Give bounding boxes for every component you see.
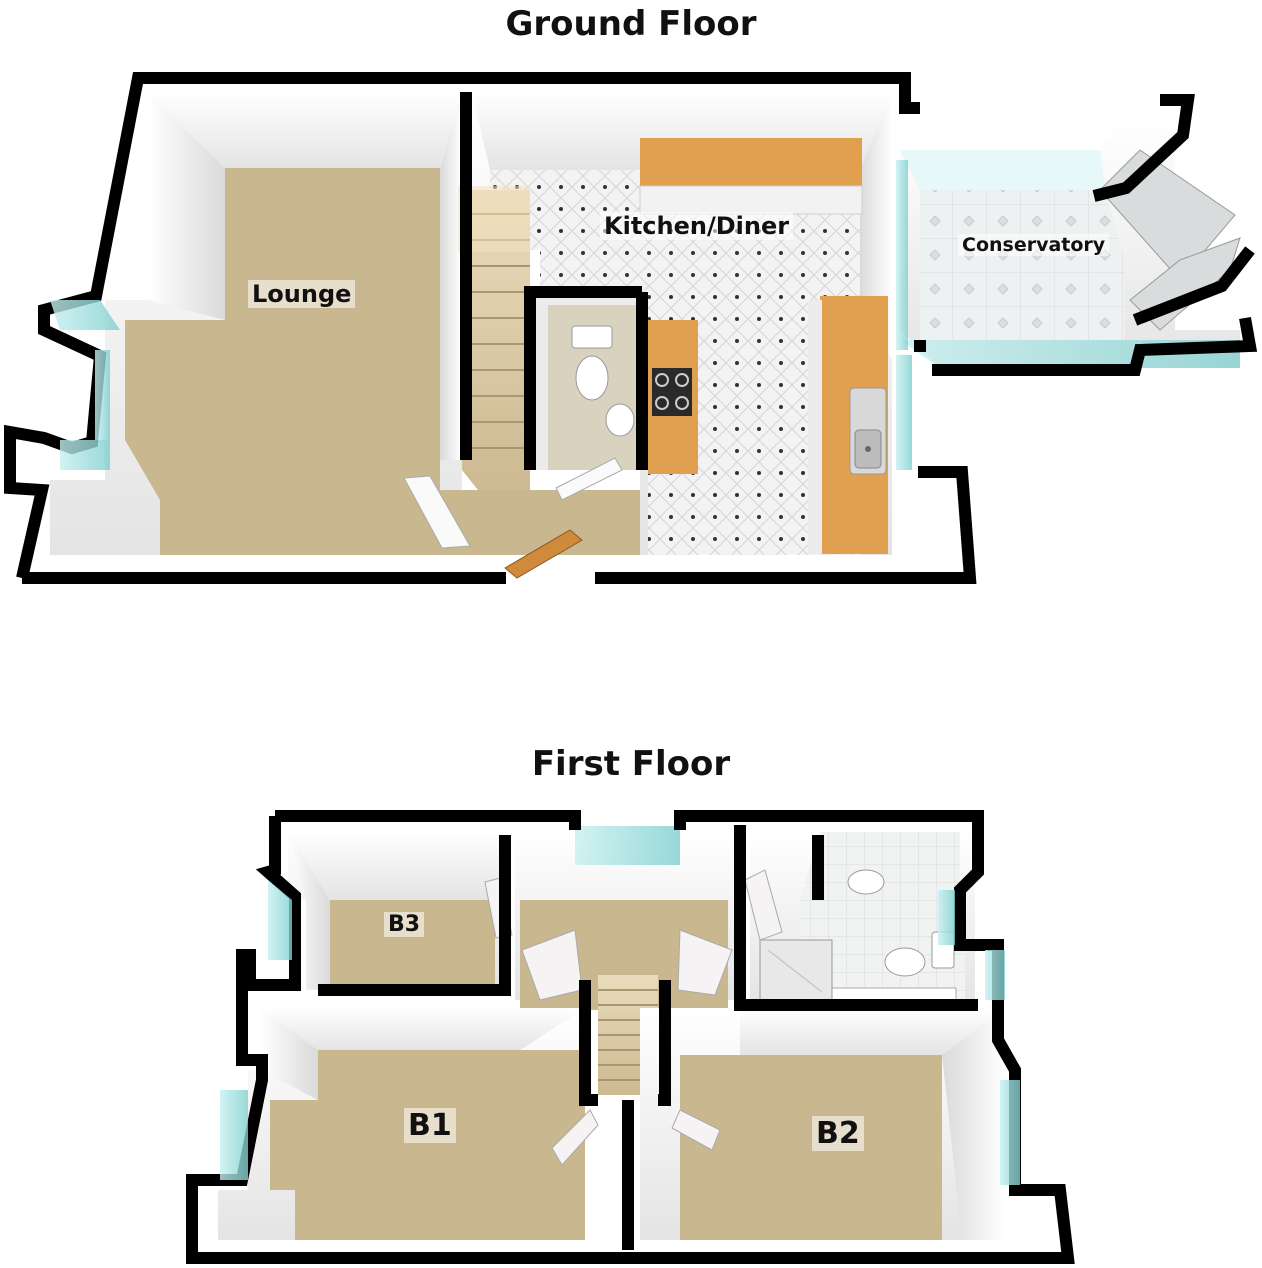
- shower-icon: [759, 939, 833, 1001]
- sink-icon: [849, 387, 887, 475]
- lounge-door-icon: [403, 475, 471, 549]
- kitchen-room: [472, 92, 892, 555]
- hob-icon: [652, 368, 692, 416]
- wc-door-icon: [555, 457, 623, 501]
- b3-room: [288, 832, 505, 990]
- first-windows: [220, 880, 1020, 1185]
- lounge-room: [50, 92, 462, 555]
- first-floor-plan: [186, 810, 1075, 1264]
- lounge-label: Lounge: [248, 280, 356, 308]
- front-door-icon: [504, 529, 583, 579]
- basin-icon: [605, 403, 635, 437]
- hallway-floor: [440, 490, 640, 555]
- b3-label: B3: [384, 912, 425, 937]
- kitchen-diner-label: Kitchen/Diner: [600, 212, 794, 240]
- toilet-icon: [571, 325, 613, 401]
- bathroom-basin-icon: [847, 869, 885, 895]
- first-floor-title: First Floor: [531, 744, 731, 784]
- wc-room: [530, 290, 646, 470]
- b2-label: B2: [812, 1116, 864, 1151]
- conservatory-label: Conservatory: [958, 234, 1110, 256]
- first-floor-doors: [484, 869, 783, 1166]
- b1-label: B1: [404, 1108, 456, 1143]
- ground-windows: [50, 300, 912, 470]
- first-floor-walls: [186, 810, 1075, 1264]
- ground-floor-title: Ground Floor: [505, 4, 757, 44]
- kitchen-worktop-top: [640, 138, 862, 186]
- ground-floor-plan: [4, 72, 1258, 584]
- b1-room: [218, 1008, 585, 1240]
